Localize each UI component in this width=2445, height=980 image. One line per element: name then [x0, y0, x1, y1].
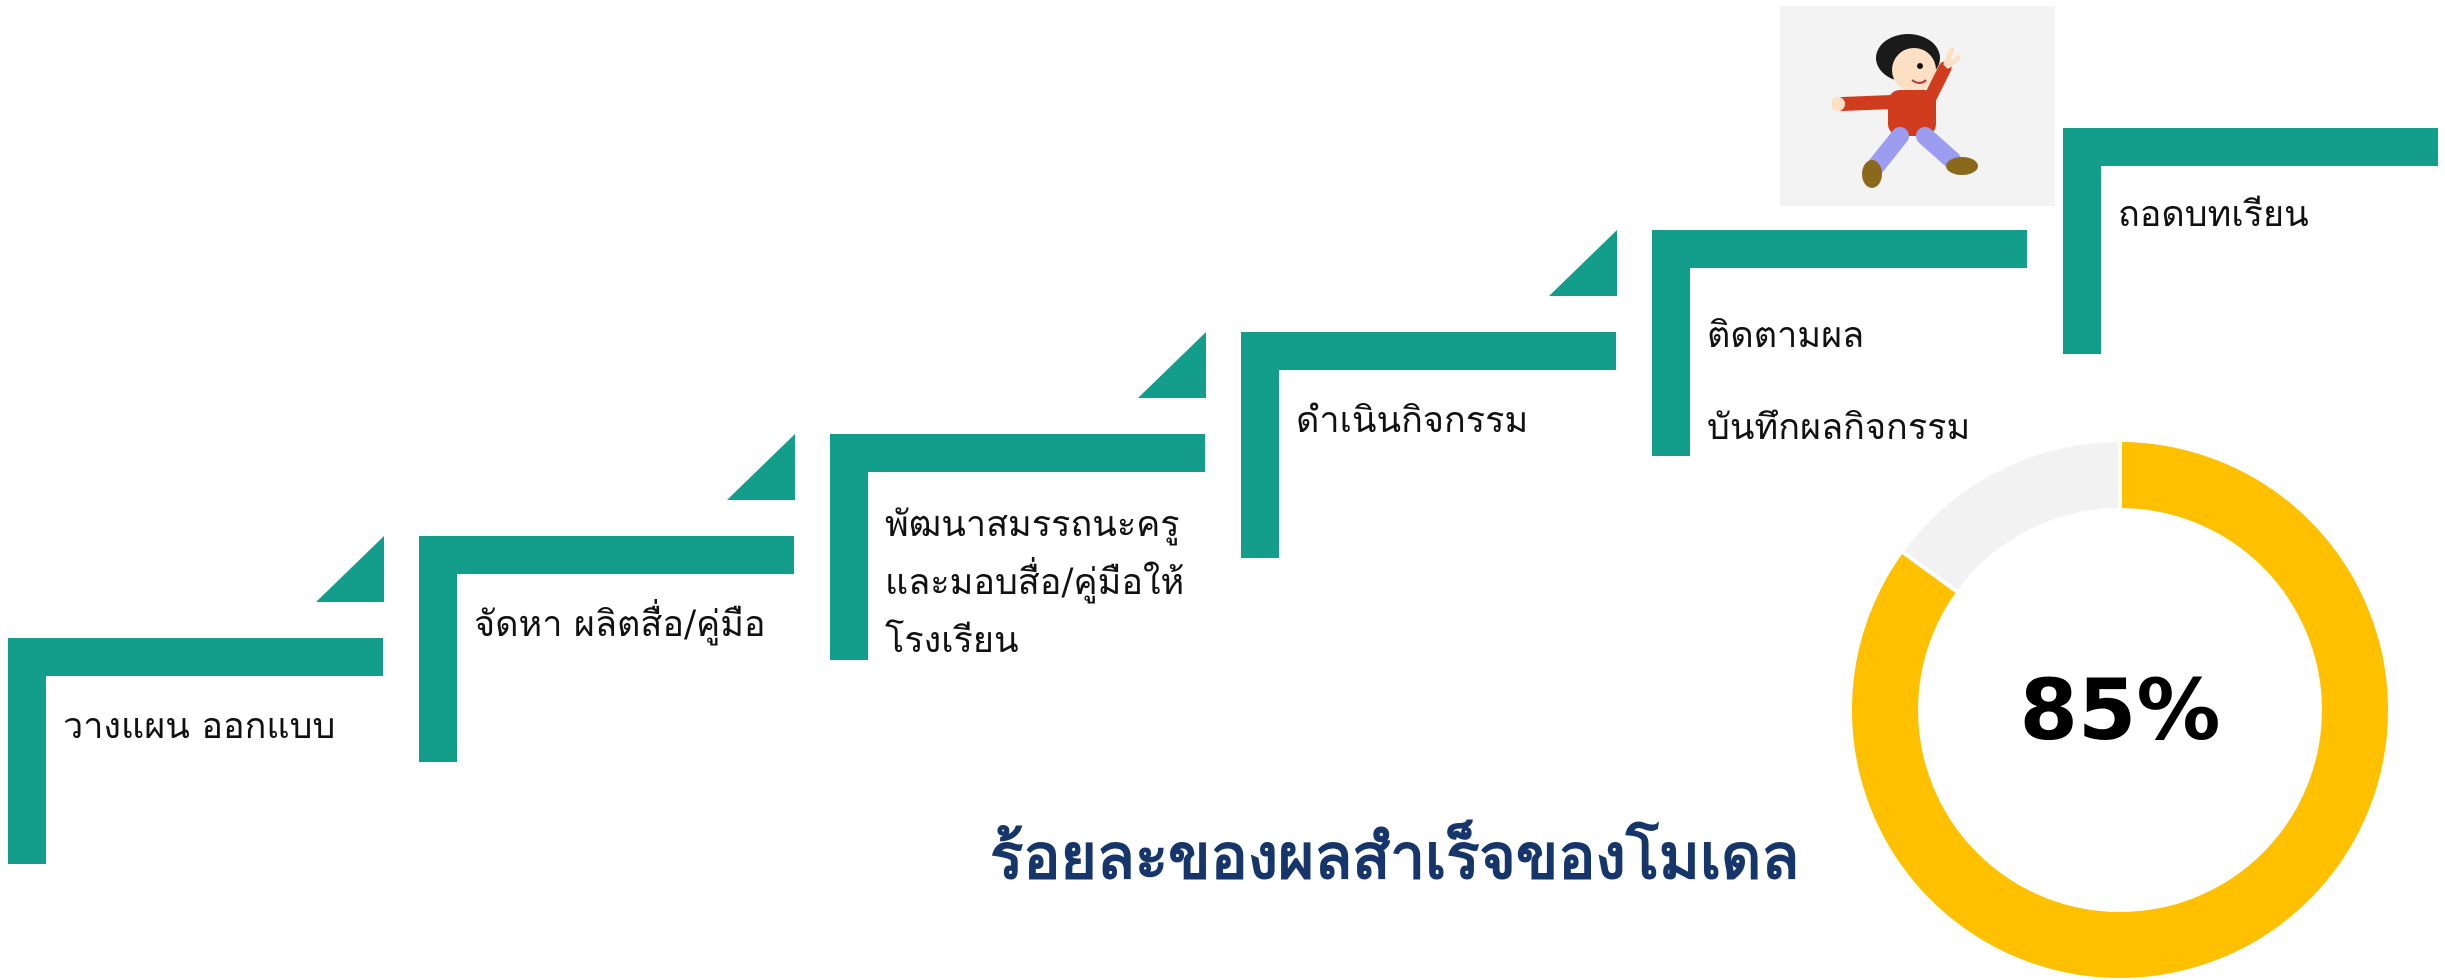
step-3-label-line-2: และมอบสื่อ/คู่มือให้ — [885, 562, 1185, 603]
step-4-label: ดำเนินกิจกรรม — [1296, 400, 1529, 441]
running-boy-icon — [1831, 34, 1978, 188]
step-3-label-line-1: พัฒนาสมรรถนะครู — [885, 504, 1180, 545]
step-1-arrow — [316, 536, 384, 602]
step-2-arrow — [727, 434, 795, 500]
progress-percent-label: 85% — [2019, 661, 2221, 759]
step-5-label-line-1: ติดตามผล — [1707, 315, 1865, 356]
progress-donut — [1852, 441, 2388, 978]
step-5-label-line-2: บันทึกผลกิจกรรม — [1707, 407, 1971, 448]
step-2-label: จัดหา ผลิตสื่อ/คู่มือ — [474, 604, 766, 645]
step-4-arrow — [1549, 230, 1617, 296]
progress-title: ร้อยละของผลสำเร็จของโมเดล — [990, 820, 1800, 893]
step-3-label-line-3: โรงเรียน — [885, 620, 1019, 661]
step-1-label: วางแผน ออกแบบ — [63, 706, 336, 747]
step-3-arrow — [1138, 332, 1206, 398]
running-boy-illustration — [1780, 6, 2055, 206]
step-6-label: ถอดบทเรียน — [2118, 194, 2309, 235]
progress-separator-end — [1901, 550, 1959, 594]
